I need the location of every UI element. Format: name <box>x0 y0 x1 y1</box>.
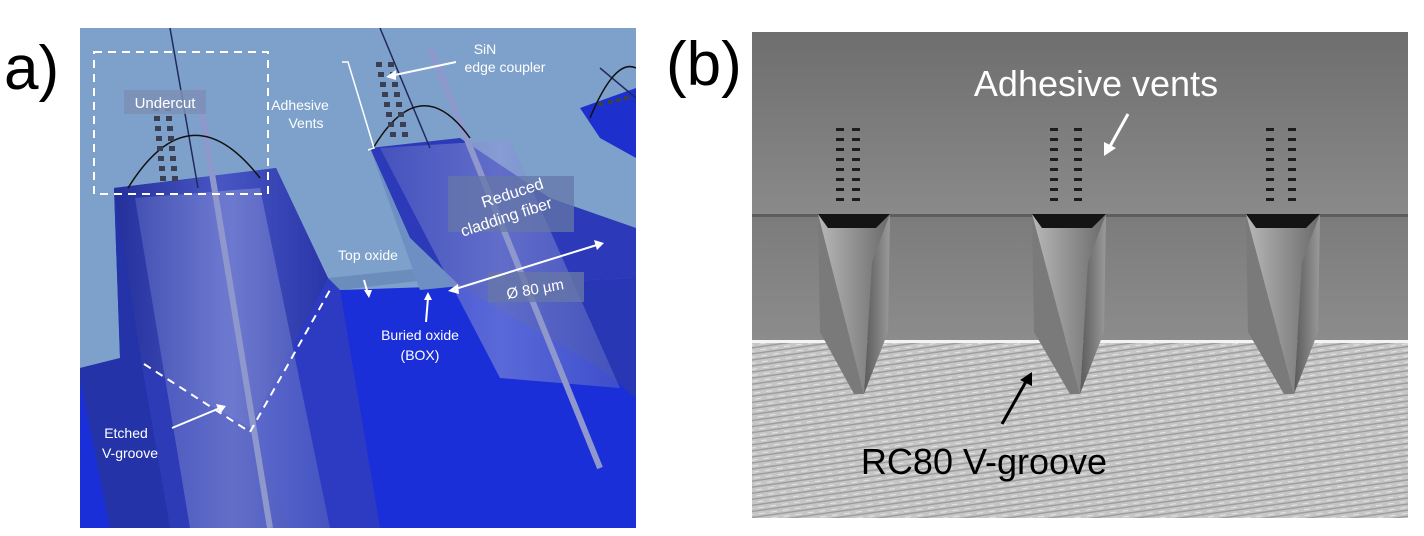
sem-image-panel: Adhesive vents RC80 V-groove <box>752 32 1408 518</box>
schematic-panel: Undercut SiN edge coupler Adhesive Vents… <box>80 28 636 528</box>
v-groove-2 <box>1032 214 1106 394</box>
top-oxide-arrowhead <box>364 290 372 298</box>
far-groove <box>580 88 636 158</box>
undercut-outline <box>93 51 269 195</box>
fiber-left <box>135 188 330 528</box>
sem-top-surface <box>752 32 1408 216</box>
diameter-arrowhead-right <box>594 240 604 250</box>
rc80-v-groove-label: RC80 V-groove <box>861 441 1107 482</box>
panel-a-label: a) <box>4 34 60 103</box>
etched-arrowhead <box>216 404 226 414</box>
adhesive-vents-3 <box>1266 128 1296 201</box>
adhesive-label-line2: Vents <box>288 115 323 131</box>
sin-label-line1: SiN <box>474 41 497 57</box>
diameter-dimension-line <box>451 243 601 291</box>
etched-arrow <box>171 407 221 429</box>
diameter-arrowhead-left <box>448 284 459 294</box>
box-arrow <box>425 297 429 323</box>
diameter-label-box <box>488 272 584 302</box>
fiber-core-right <box>427 46 603 470</box>
box-arrowhead <box>424 292 432 300</box>
sin-arrowhead <box>386 70 396 80</box>
etched-label-line2: V-groove <box>102 445 158 461</box>
adhesive-vents-arrowhead <box>1104 142 1116 156</box>
panel-b-label: (b) <box>666 30 742 99</box>
undercut-arc-right <box>371 105 471 151</box>
adhesive-vents-arrow <box>1106 113 1130 151</box>
rc80-arrow <box>1000 377 1030 425</box>
sin-arrow <box>389 61 457 77</box>
top-oxide-label: Top oxide <box>338 247 398 263</box>
undercut-label: Undercut <box>135 95 197 112</box>
etched-label-line1: Etched <box>104 425 148 441</box>
adhesive-vents-2 <box>1050 128 1082 201</box>
groove-right-wall <box>370 148 460 290</box>
fiber-right <box>380 140 620 388</box>
rc80-arrowhead <box>1020 372 1032 386</box>
undercut-label-box <box>124 90 206 114</box>
v-groove-1 <box>818 214 890 394</box>
waveguide-line <box>379 28 431 149</box>
adhesive-bracket <box>342 61 375 151</box>
undercut-arc-left <box>127 134 261 189</box>
adhesive-vents-label: Adhesive vents <box>974 63 1218 104</box>
box-label-line2: (BOX) <box>401 347 440 363</box>
adhesive-vents-1 <box>836 128 860 201</box>
groove-wall-left <box>80 188 170 528</box>
adhesive-vents-far <box>598 96 629 106</box>
adhesive-label-line1: Adhesive <box>271 97 329 113</box>
undercut-arc-far <box>589 65 636 119</box>
waveguide-line <box>599 67 636 99</box>
sin-label-line2: edge coupler <box>465 59 546 75</box>
fiber-core-left <box>195 87 273 528</box>
v-groove-3 <box>1246 214 1320 394</box>
reduced-label-box <box>448 176 574 232</box>
box-label-line1: Buried oxide <box>381 327 459 343</box>
